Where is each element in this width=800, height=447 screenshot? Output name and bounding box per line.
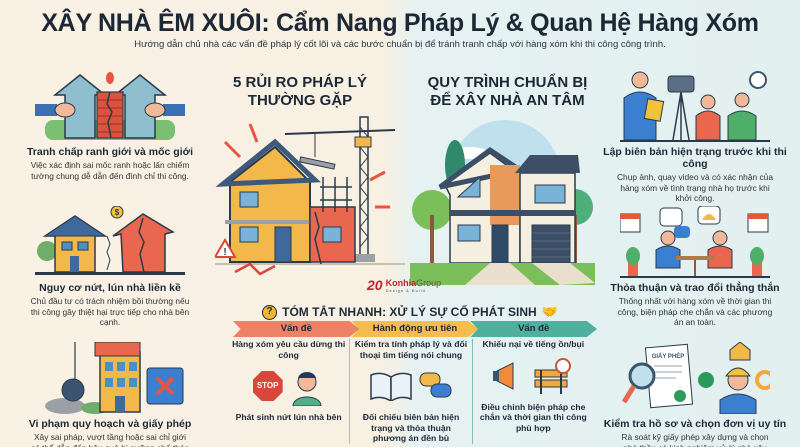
risk-title: Nguy cơ nứt, lún nhà liền kề: [39, 282, 181, 294]
svg-text:$: $: [115, 208, 120, 217]
ribbon-problem-2: Vấn đề: [470, 321, 598, 337]
ribbon-priority-action: Hành động ưu tiên: [351, 321, 479, 337]
brand-logo: 20 KonhiaGroup Design & Build: [367, 277, 441, 293]
page-title: XÂY NHÀ ÊM XUÔI: Cẩm Nang Pháp Lý & Quan…: [41, 9, 759, 37]
logo-group: Group: [416, 277, 442, 288]
safe-house-illustration: [410, 115, 595, 285]
header: XÂY NHÀ ÊM XUÔI: Cẩm Nang Pháp Lý & Quan…: [0, 8, 800, 50]
risk-section-title: 5 RỦI RO PHÁP LÝ THƯỜNG GẶP: [233, 74, 367, 109]
summary-column: Kiểm tra tính pháp lý và đối thoại tìm t…: [349, 339, 471, 444]
page-subtitle: Hướng dẫn chủ nhà các vấn đề pháp lý cốt…: [134, 39, 666, 50]
process-desc: Chụp ảnh, quay video và có xác nhận của …: [617, 172, 773, 203]
open-book-icon: [370, 372, 412, 401]
process-title: Kiểm tra hồ sơ và chọn đơn vị uy tín: [603, 418, 787, 430]
summary-title: ? TÓM TẮT NHANH: XỬ LÝ SỰ CỐ PHÁT SINH 🤝: [225, 304, 595, 320]
summary-column: Hàng xóm yêu cầu dừng thi công STOP Phát…: [232, 339, 346, 422]
permit-check-icon: GIẤY PHÉP: [620, 341, 775, 415]
risk-card-cracking: $ Nguy cơ nứt, lún nhà liền kề Chủ đầu t…: [5, 205, 215, 334]
question-icon: ?: [262, 304, 278, 320]
discussion-icon: [619, 205, 770, 278]
process-card-permit: GIẤY PHÉP Kiểm tra hồ sơ và chọn đơn vị …: [590, 341, 800, 447]
risk-title: Vi phạm quy hoạch và giấy phép: [28, 418, 192, 430]
process-desc: Rà soát kỹ giấy phép xây dựng và chọn nh…: [621, 432, 769, 447]
risk-desc: Việc xác định sai mốc ranh hoặc lấn chiế…: [30, 160, 190, 181]
process-desc: Thống nhất với hàng xóm về thời gian thi…: [617, 296, 773, 327]
process-card-record: Lập biên bản hiện trạng trước khi thi cô…: [590, 70, 800, 203]
svg-text:!: !: [223, 247, 226, 258]
megaphone-icon: [493, 361, 514, 390]
process-card-discussion: Thỏa thuận và trao đổi thẳng thắn Thống …: [590, 205, 800, 334]
stop-sign-icon: STOP: [252, 371, 283, 401]
summary-ribbon: Vấn đề Hành động ưu tiên Vấn đề: [233, 321, 598, 337]
logo-name: Konhia: [385, 277, 417, 288]
risk-card-boundary: Tranh chấp ranh giới và mốc giới Việc xá…: [5, 70, 215, 198]
demolition-icon: [35, 341, 185, 414]
logo-mark: 20: [367, 277, 383, 293]
process-title: Lập biên bản hiện trạng trước khi thi cô…: [603, 146, 787, 170]
risk-list: Tranh chấp ranh giới và mốc giới Việc xá…: [5, 62, 215, 447]
barrier-clock-icon: [534, 357, 572, 394]
risk-title: Tranh chấp ranh giới và mốc giới: [26, 146, 194, 158]
summary-column: Khiếu nại về tiếng ồn/bụi Điều chỉnh biệ…: [471, 339, 594, 444]
summary-columns: Hàng xóm yêu cầu dừng thi công STOP Phát…: [228, 339, 594, 444]
logo-tagline: Design & Build: [385, 287, 426, 293]
process-list: Lập biên bản hiện trạng trước khi thi cô…: [590, 62, 800, 447]
handshake-icon: 🤝: [541, 304, 558, 319]
chat-bubbles-icon: [419, 372, 452, 398]
shouting-man-icon: [292, 372, 322, 406]
risk-card-permit: Vi phạm quy hoạch và giấy phép Xây sai p…: [5, 341, 215, 447]
cracked-house-icon: $: [35, 205, 185, 278]
process-section-title: QUY TRÌNH CHUẨN BỊ ĐỂ XÂY NHÀ AN TÂM: [427, 74, 588, 109]
process-title: Thỏa thuận và trao đổi thẳng thắn: [610, 282, 780, 294]
boundary-dispute-icon: [35, 70, 185, 142]
risk-desc: Chủ đầu tư có trách nhiệm bồi thường nếu…: [30, 296, 190, 327]
camera-record-icon: [620, 70, 770, 142]
risk-desc: Xây sai pháp, vượt tầng hoặc sai chỉ giớ…: [31, 432, 189, 447]
svg-text:GIẤY PHÉP: GIẤY PHÉP: [652, 352, 685, 360]
ribbon-problem: Vấn đề: [233, 321, 360, 337]
damaged-house-crane-illustration: !: [213, 112, 405, 282]
